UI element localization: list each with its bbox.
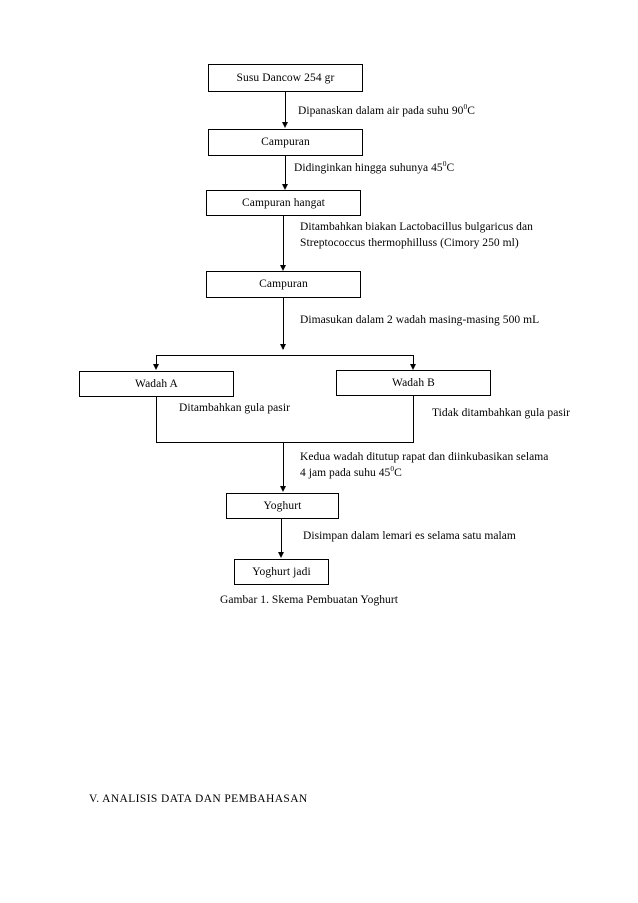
flow-node-wadah-b: Wadah B (336, 370, 491, 396)
flow-node-label: Campuran (259, 278, 308, 291)
split-branch-left (156, 355, 157, 366)
edge-label-cool-unit: C (446, 162, 455, 174)
connector-yoghurt-to-yoghurt-jadi (281, 519, 282, 553)
section-heading-text: V. ANALISIS DATA DAN PEMBAHASAN (89, 793, 308, 805)
flow-node-label: Wadah B (392, 376, 435, 389)
arrowhead-merge-to-yoghurt (279, 486, 286, 492)
merge-line-from-wadah-b (413, 396, 414, 442)
edge-label-sugar-yes: Ditambahkan gula pasir (179, 401, 290, 417)
edge-label-fridge-text: Disimpan dalam lemari es selama satu mal… (303, 530, 516, 542)
connector-hangat-to-campuran2 (283, 216, 284, 266)
edge-label-incubate-unit: C (394, 466, 402, 479)
flow-node-label: Campuran hangat (242, 196, 325, 209)
edge-label-cool-text: Didinginkan hingga suhunya 45 (294, 162, 443, 174)
flow-node-wadah-a: Wadah A (79, 371, 234, 397)
connector-campuran2-to-split (283, 298, 284, 349)
edge-label-fridge: Disimpan dalam lemari es selama satu mal… (303, 529, 516, 545)
edge-label-sugar-no-text: Tidak ditambahkan gula pasir (432, 407, 570, 419)
flow-node-campuran-1: Campuran (208, 129, 363, 156)
arrowhead-to-wadah-b (409, 364, 416, 370)
flow-node-label: Campuran (261, 136, 310, 149)
edge-label-heat: Dipanaskan dalam air pada suhu 900C (298, 102, 476, 120)
edge-label-heat-text: Dipanaskan dalam air pada suhu 90 (298, 105, 464, 117)
arrowhead-to-wadah-a (152, 364, 159, 370)
arrowhead-yoghurt-to-yoghurt-jadi (277, 552, 284, 558)
edge-label-sugar-yes-text: Ditambahkan gula pasir (179, 402, 290, 414)
connector-merge-to-yoghurt (283, 442, 284, 487)
connector-campuran1-to-hangat (285, 156, 286, 185)
degree-superscript: 0 (442, 159, 447, 169)
figure-caption: Gambar 1. Skema Pembuatan Yoghurt (220, 594, 398, 606)
section-heading-analisis-data: V. ANALISIS DATA DAN PEMBAHASAN (89, 793, 308, 805)
edge-label-heat-unit: C (467, 105, 476, 117)
edge-label-incubate-line1: Kedua wadah ditutup rapat dan diinkubasi… (300, 451, 549, 463)
connector-susu-to-campuran1 (285, 92, 286, 123)
flow-node-label: Yoghurt (263, 499, 302, 512)
edge-label-culture-line2: Streptococcus thermophilluss (Cimory 250… (300, 236, 519, 249)
degree-superscript: 0 (390, 463, 395, 473)
flow-node-susu-dancow: Susu Dancow 254 gr (208, 64, 363, 92)
flow-node-yoghurt-jadi: Yoghurt jadi (234, 559, 329, 585)
arrowhead-hangat-to-campuran2 (279, 265, 286, 271)
edge-label-sugar-no: Tidak ditambahkan gula pasir (432, 406, 570, 422)
split-branch-right (413, 355, 414, 366)
merge-line-from-wadah-a (156, 397, 157, 442)
edge-label-split: Dimasukan dalam 2 wadah masing-masing 50… (300, 313, 539, 329)
degree-superscript: 0 (463, 102, 468, 112)
flow-node-label: Susu Dancow 254 gr (236, 71, 335, 84)
arrowhead-susu-to-campuran1 (281, 122, 288, 128)
edge-label-culture: Ditambahkan biakan Lactobacillus bulgari… (300, 220, 533, 251)
flow-node-label: Yoghurt jadi (252, 565, 311, 578)
edge-label-incubate: Kedua wadah ditutup rapat dan diinkubasi… (300, 450, 548, 481)
flow-node-label: Wadah A (135, 377, 178, 390)
split-bar-horizontal (156, 355, 414, 356)
flow-node-yoghurt: Yoghurt (226, 493, 339, 519)
flow-node-campuran-2: Campuran (206, 271, 361, 298)
edge-label-split-text: Dimasukan dalam 2 wadah masing-masing 50… (300, 314, 540, 326)
edge-label-cool: Didinginkan hingga suhunya 450C (294, 159, 455, 177)
figure-caption-text: Gambar 1. Skema Pembuatan Yoghurt (220, 594, 398, 606)
merge-bar-horizontal (156, 442, 414, 443)
flow-node-campuran-hangat: Campuran hangat (206, 190, 361, 216)
edge-label-incubate-line2: 4 jam pada suhu 45 (300, 466, 391, 479)
edge-label-culture-line1: Ditambahkan biakan Lactobacillus bulgari… (300, 221, 533, 233)
arrowhead-campuran1-to-hangat (281, 184, 288, 190)
arrowhead-campuran2-to-split (279, 344, 286, 350)
